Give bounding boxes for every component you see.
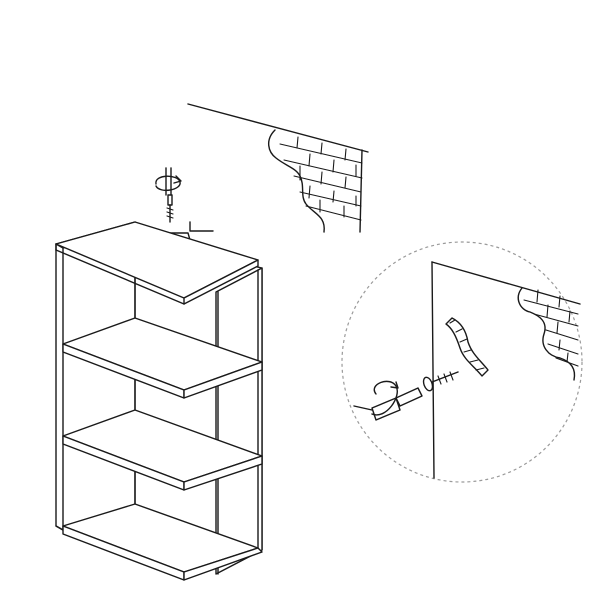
callout-screwdriver-handle <box>371 397 401 421</box>
rotation-arrow <box>155 175 181 192</box>
wall-right-edge <box>359 149 363 233</box>
callout-wall-edge <box>431 261 435 479</box>
screw-head <box>167 194 173 206</box>
bookshelf-right-side <box>215 267 263 575</box>
wall-bracket <box>189 221 214 232</box>
brick-pattern <box>279 136 363 221</box>
callout-wall-top <box>431 261 581 305</box>
callout-circle <box>341 241 583 483</box>
callout-screw-head <box>422 376 434 392</box>
callout-rotation-arrow <box>371 380 398 416</box>
screwdriver-and-screw <box>155 167 214 241</box>
callout-screwdriver-tip <box>395 387 423 407</box>
bookshelf <box>55 221 263 581</box>
wall-section <box>187 103 369 233</box>
callout-wall-anchor <box>445 317 489 377</box>
callout-brick-pattern <box>523 289 579 367</box>
bookshelf-left-side <box>55 243 64 531</box>
wall-ceiling-line <box>187 103 369 153</box>
detail-callout <box>341 241 583 483</box>
